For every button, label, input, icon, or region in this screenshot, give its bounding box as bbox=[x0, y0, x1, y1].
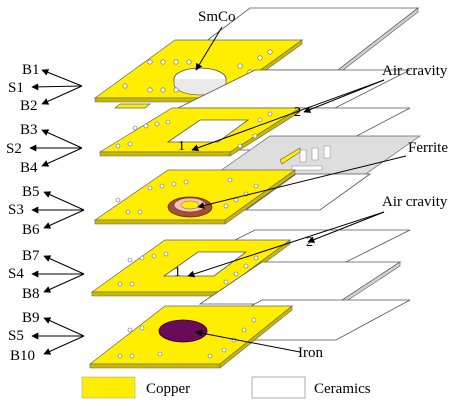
legend-ceramics-swatch bbox=[251, 376, 306, 399]
label-air-cavity-top: Air cravity bbox=[382, 63, 448, 79]
layer-5 bbox=[88, 299, 411, 369]
layer-3 bbox=[93, 169, 372, 225]
label-s5: S5 bbox=[8, 328, 24, 344]
legend-copper-swatch bbox=[81, 376, 136, 399]
label-num-1a: 1 bbox=[178, 139, 185, 154]
label-num-1b: 1 bbox=[174, 265, 181, 280]
label-b8: B8 bbox=[22, 286, 40, 302]
layer-5-vias bbox=[117, 317, 257, 359]
label-s3: S3 bbox=[8, 202, 24, 218]
label-b5: B5 bbox=[22, 184, 40, 200]
label-iron: Iron bbox=[298, 345, 323, 361]
label-b10: B10 bbox=[10, 348, 35, 364]
legend-ceramics-label: Ceramics bbox=[314, 381, 371, 397]
label-smco: SmCo bbox=[198, 9, 236, 25]
label-num-2b: 2 bbox=[306, 235, 313, 250]
legend-copper-label: Copper bbox=[146, 381, 190, 397]
air-cavity-layer-4 bbox=[162, 251, 248, 277]
label-ferrite: Ferrite bbox=[408, 140, 448, 156]
legend: Copper Ceramics bbox=[81, 376, 371, 399]
layer-labels: B1 S1 B2 B3 S2 B4 B5 S3 B6 B7 S4 B8 B9 S… bbox=[6, 62, 85, 364]
layer-1 bbox=[93, 7, 420, 109]
air-cavity-layer-2 bbox=[166, 119, 250, 143]
label-b6: B6 bbox=[22, 222, 40, 238]
label-b4: B4 bbox=[20, 160, 38, 176]
label-s1: S1 bbox=[8, 80, 24, 96]
label-air-cavity-mid: Air cravity bbox=[382, 194, 448, 210]
label-num-2a: 2 bbox=[294, 105, 301, 120]
label-b1: B1 bbox=[22, 62, 40, 78]
label-b3: B3 bbox=[20, 122, 38, 138]
label-s2: S2 bbox=[6, 141, 22, 157]
layer-2-vias bbox=[115, 111, 273, 149]
label-b7: B7 bbox=[22, 248, 40, 264]
layer-4 bbox=[90, 229, 411, 309]
callouts: SmCo Air cravity 2 1 Ferrite Air cravity… bbox=[174, 9, 448, 361]
layer-3-vias bbox=[115, 177, 259, 215]
label-b2: B2 bbox=[20, 98, 38, 114]
label-s4: S4 bbox=[8, 266, 24, 282]
iron-disc bbox=[158, 319, 208, 343]
layer-4-vias bbox=[117, 251, 259, 287]
layer-2 bbox=[98, 107, 422, 179]
label-b9: B9 bbox=[22, 310, 40, 326]
